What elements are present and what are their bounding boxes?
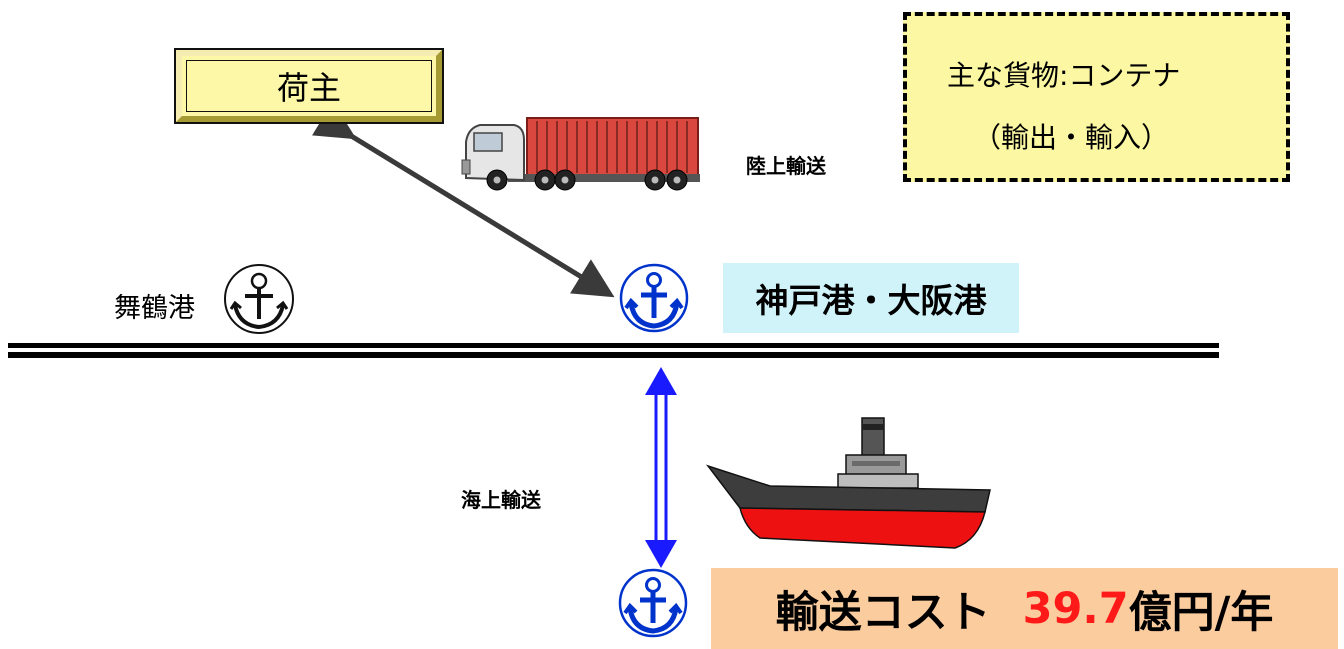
ship-icon [705, 417, 991, 549]
cargo-note-box: 主な貨物:コンテナ （輸出・輸入） [903, 12, 1290, 182]
cargo-type-label: 主な貨物:コンテナ [947, 59, 1181, 92]
transport-cost-box: 輸送コスト 39.7 億円/年 [711, 568, 1338, 649]
cost-value: 39.7 [1022, 583, 1129, 634]
kobe-osaka-port-text: 神戸港・大阪港 [755, 281, 987, 320]
anchor-icon [618, 568, 688, 638]
sea-transport-label: 海上輸送 [461, 488, 541, 512]
coastline [8, 343, 1219, 358]
anchor-icon [619, 263, 689, 333]
cost-prefix: 輸送コスト [775, 587, 991, 638]
shipper-label: 荷主 [276, 69, 341, 107]
sea-transport-arrow [645, 367, 677, 568]
land-transport-label: 陸上輸送 [746, 154, 826, 178]
kobe-osaka-port-label: 神戸港・大阪港 [723, 263, 1019, 333]
maizuru-port-label: 舞鶴港 [114, 293, 195, 324]
cargo-direction-label: （輸出・輸入） [973, 121, 1170, 154]
anchor-icon [224, 264, 294, 334]
land-transport-arrow [311, 101, 615, 298]
cost-unit: 億円/年 [1128, 587, 1274, 638]
truck-icon [461, 117, 700, 191]
shipper-box: 荷主 [174, 48, 444, 124]
